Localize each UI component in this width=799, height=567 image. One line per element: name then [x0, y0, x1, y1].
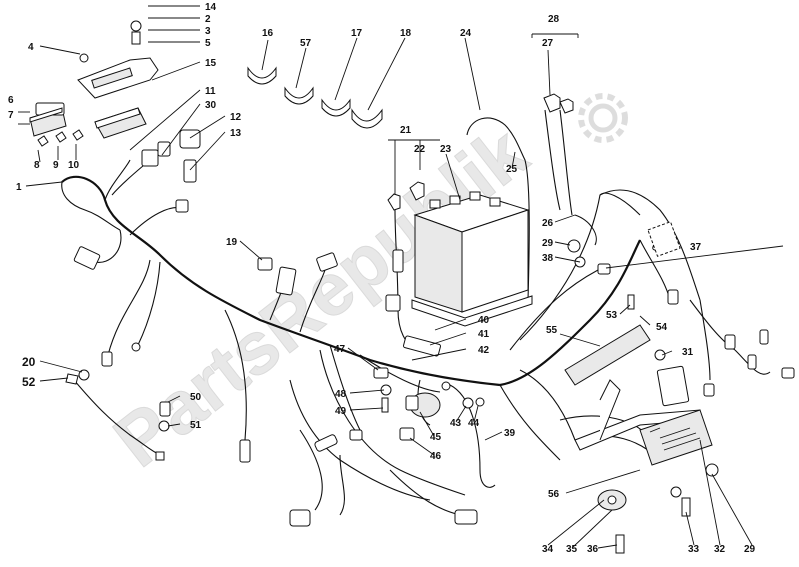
fuse-box	[29, 102, 67, 137]
callout-40: 40	[478, 315, 490, 326]
callout-12: 12	[230, 112, 242, 123]
loop-box-37	[647, 221, 681, 257]
callout-52: 52	[22, 375, 36, 389]
callout-45: 45	[430, 432, 442, 443]
callout-4: 4	[28, 42, 34, 53]
straps	[247, 66, 383, 129]
leader-lines	[18, 5, 784, 549]
callout-53: 53	[606, 310, 618, 321]
fuses	[37, 129, 84, 147]
washers	[78, 369, 485, 432]
callout-49: 49	[335, 406, 347, 417]
callout-3: 3	[205, 26, 211, 37]
callout-26: 26	[542, 218, 554, 229]
callout-38: 38	[542, 253, 554, 264]
callout-2: 2	[205, 14, 211, 25]
callout-41: 41	[478, 329, 490, 340]
callout-56: 56	[548, 489, 560, 500]
callout-47: 47	[334, 344, 346, 355]
callout-13: 13	[230, 128, 242, 139]
callout-35: 35	[566, 544, 578, 555]
gear-icon	[578, 93, 628, 143]
callout-29-top: 29	[542, 238, 554, 249]
callout-37: 37	[690, 242, 702, 253]
callout-17: 17	[351, 28, 363, 39]
callout-11: 11	[205, 86, 216, 97]
callout-8: 8	[34, 160, 40, 171]
callout-30: 30	[205, 100, 217, 111]
ground-cable	[65, 373, 171, 461]
relays	[141, 129, 201, 183]
callout-14: 14	[205, 2, 217, 13]
callout-5: 5	[205, 38, 211, 49]
callout-46: 46	[430, 451, 442, 462]
callout-54: 54	[656, 322, 668, 333]
callout-18: 18	[400, 28, 412, 39]
callout-27: 27	[542, 38, 554, 49]
connectors-left	[73, 199, 251, 463]
ignition-coils-connectors	[289, 427, 478, 527]
callout-10: 10	[68, 160, 80, 171]
voltage-regulator	[639, 365, 713, 466]
callout-33: 33	[688, 544, 700, 555]
callout-15: 15	[205, 58, 217, 69]
starter-relay	[405, 392, 441, 418]
callout-34: 34	[542, 544, 554, 555]
callout-43: 43	[450, 418, 462, 429]
relay-unit	[94, 107, 147, 139]
callout-labels: 14 2 3 5 4 15 6 7 8 9 10 11 30 12 13 1 1…	[8, 2, 756, 555]
callout-6: 6	[8, 95, 14, 106]
callout-44: 44	[468, 418, 480, 429]
battery	[411, 191, 533, 327]
callout-20: 20	[22, 355, 36, 369]
callout-9: 9	[53, 160, 59, 171]
callout-51: 51	[190, 420, 202, 431]
callout-36: 36	[587, 544, 599, 555]
callout-39: 39	[504, 428, 516, 439]
callout-25: 25	[506, 164, 518, 175]
callout-22: 22	[414, 144, 426, 155]
callout-32: 32	[714, 544, 726, 555]
battery-fuse	[385, 249, 404, 312]
callout-42: 42	[478, 345, 490, 356]
callout-24: 24	[460, 28, 472, 39]
callout-23: 23	[440, 144, 452, 155]
callout-48: 48	[335, 389, 347, 400]
callout-50: 50	[190, 392, 202, 403]
horn	[597, 489, 627, 511]
callout-57: 57	[300, 38, 312, 49]
callout-55: 55	[546, 325, 558, 336]
callout-16: 16	[262, 28, 274, 39]
mounting-bracket	[77, 20, 159, 99]
callout-1: 1	[16, 182, 22, 193]
terminal-caps	[387, 93, 574, 211]
callout-21: 21	[400, 125, 412, 136]
callout-19: 19	[226, 237, 238, 248]
callout-28: 28	[548, 14, 560, 25]
callout-31: 31	[682, 347, 694, 358]
callout-29-bottom: 29	[744, 544, 756, 555]
callout-7: 7	[8, 110, 14, 121]
